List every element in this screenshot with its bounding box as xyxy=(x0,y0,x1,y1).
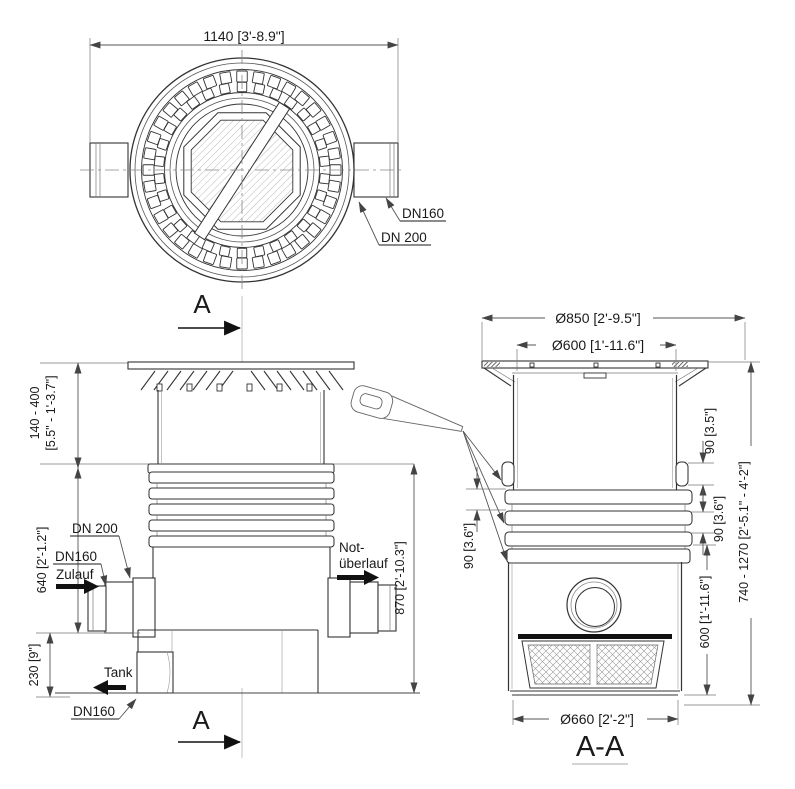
inlet-stub xyxy=(87,577,156,638)
label-dn160-outlet: DN160 xyxy=(71,698,137,720)
svg-text:A: A xyxy=(192,705,210,735)
label-dn160-inlet: DN160 xyxy=(53,549,108,587)
base-flange xyxy=(136,629,319,694)
section-marker-top: A xyxy=(178,289,243,366)
filter-basket xyxy=(521,640,665,689)
section-marker-bottom: A xyxy=(178,688,243,758)
label-inlet: Zulauf xyxy=(56,567,99,594)
svg-text:[5.5" - 1'-3.7"]: [5.5" - 1'-3.7"] xyxy=(44,375,58,450)
svg-text:600 [1'-11.6"]: 600 [1'-11.6"] xyxy=(698,576,712,649)
tank-outlet-pipe xyxy=(136,651,174,694)
saw-icon xyxy=(350,385,508,562)
label-dn200-side: DN 200 xyxy=(70,521,131,579)
svg-text:90 [3.6"]: 90 [3.6"] xyxy=(712,496,726,542)
svg-text:A: A xyxy=(193,289,211,319)
dim-230: 230 [9"] xyxy=(27,632,70,698)
svg-text:90 [3.5"]: 90 [3.5"] xyxy=(703,408,717,454)
side-view: 140 - 400 [5.5" - 1'-3.7"] 640 [2'-1.2"]… xyxy=(27,361,420,720)
outlet-socket xyxy=(566,577,622,633)
svg-text:DN160: DN160 xyxy=(73,704,115,719)
svg-text:DN 200: DN 200 xyxy=(72,521,118,536)
section-title: A-A xyxy=(572,731,628,765)
dim-850: Ø850 [2'-9.5"] xyxy=(481,310,746,360)
svg-text:DN160: DN160 xyxy=(55,549,97,564)
basket-seal xyxy=(518,634,672,639)
svg-text:A-A: A-A xyxy=(576,731,625,763)
dim-90-36-left: 90 [3.6"] xyxy=(462,467,506,569)
svg-text:870 [2'-10.3"]: 870 [2'-10.3"] xyxy=(393,541,407,615)
seal-ring-left xyxy=(501,461,515,487)
svg-text:140 - 400: 140 - 400 xyxy=(28,387,42,440)
dim-870: 870 [2'-10.3"] xyxy=(393,463,418,694)
section-corrugations xyxy=(504,489,693,564)
svg-text:1140 [3'-8.9"]: 1140 [3'-8.9"] xyxy=(203,28,284,44)
section-vessel xyxy=(507,562,683,696)
section-view: Ø850 [2'-9.5"] Ø600 [1'-11.6"] 90 [3.5"]… xyxy=(350,310,760,765)
dim-90-35: 90 [3.5"] xyxy=(688,408,717,507)
label-dn200-top: DN 200 xyxy=(358,201,431,246)
svg-text:Not-: Not- xyxy=(339,540,365,555)
label-tank: Tank xyxy=(93,665,133,695)
overflow-stub xyxy=(327,577,397,638)
svg-text:DN160: DN160 xyxy=(402,206,444,221)
svg-text:Tank: Tank xyxy=(104,665,133,680)
svg-text:Ø850 [2'-9.5"]: Ø850 [2'-9.5"] xyxy=(555,310,640,326)
overflow-flow-arrow xyxy=(337,570,379,585)
svg-text:230 [9"]: 230 [9"] xyxy=(27,644,41,687)
dim-1140: 1140 [3'-8.9"] xyxy=(89,28,399,142)
section-top-flange xyxy=(481,360,709,387)
svg-text:640 [2'-1.2"]: 640 [2'-1.2"] xyxy=(35,527,49,594)
top-view: 1140 [3'-8.9"] DN160 DN 200 xyxy=(80,28,446,290)
svg-text:Ø600 [1'-11.6"]: Ø600 [1'-11.6"] xyxy=(552,337,644,353)
dim-660: Ø660 [2'-2"] xyxy=(512,700,679,727)
dim-600-right: 600 [1'-11.6"] xyxy=(684,544,716,696)
svg-text:Ø660 [2'-2"]: Ø660 [2'-2"] xyxy=(560,711,634,727)
cover-fins xyxy=(140,370,344,392)
svg-text:740 - 1270 [2'-5.1" - 4'-2"]: 740 - 1270 [2'-5.1" - 4'-2"] xyxy=(737,461,751,603)
dim-740-1270: 740 - 1270 [2'-5.1" - 4'-2"] xyxy=(684,361,760,706)
tank-flow-arrow xyxy=(93,680,126,695)
inlet-flow-arrow xyxy=(56,579,99,594)
seal-ring-right xyxy=(675,461,689,487)
svg-text:90 [3.6"]: 90 [3.6"] xyxy=(462,523,476,569)
svg-text:Zulauf: Zulauf xyxy=(56,567,94,582)
dim-600-top: Ø600 [1'-11.6"] xyxy=(516,337,677,371)
dim-140-400: 140 - 400 [5.5" - 1'-3.7"] xyxy=(28,362,82,469)
label-dn160-top: DN160 xyxy=(385,197,446,222)
dim-640: 640 [2'-1.2"] xyxy=(35,467,140,634)
svg-text:DN 200: DN 200 xyxy=(381,230,427,245)
corrugated-body xyxy=(148,471,335,548)
svg-text:überlauf: überlauf xyxy=(339,556,388,571)
cover-plate xyxy=(127,361,355,370)
dim-90-36-right: 90 [3.6"] xyxy=(690,490,726,555)
label-overflow: Not- überlauf xyxy=(337,540,388,585)
